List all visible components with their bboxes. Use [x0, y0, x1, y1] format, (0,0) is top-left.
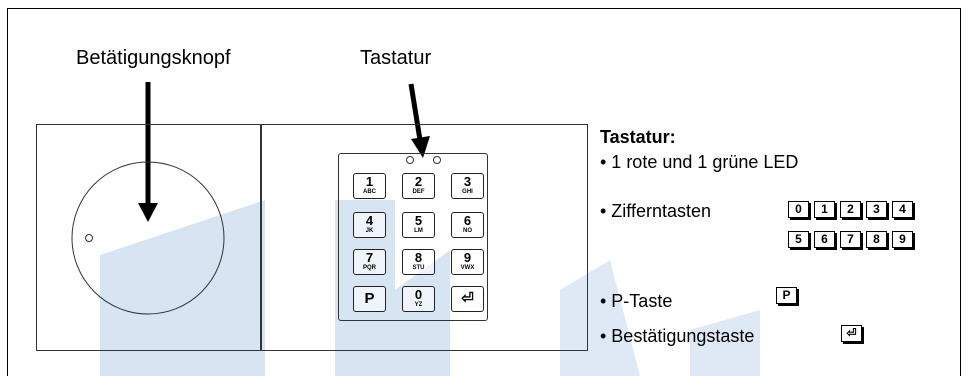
- chip-digit-3: 3: [866, 201, 887, 218]
- info-item-p: • P-Taste: [600, 291, 673, 311]
- info-item-enter: • Bestätigungstaste: [600, 326, 755, 346]
- key-p[interactable]: P: [353, 286, 386, 312]
- chip-digit-5: 5: [788, 231, 809, 248]
- keypad-panel: [261, 124, 588, 351]
- chip-enter-icon: ⏎: [841, 325, 862, 342]
- knob-label: Betätigungsknopf: [76, 47, 231, 69]
- chip-digit-1: 1: [814, 201, 835, 218]
- led-green: [433, 156, 441, 164]
- enter-icon: ⏎: [461, 290, 474, 307]
- chip-digit-4: 4: [892, 201, 913, 218]
- chip-digit-6: 6: [814, 231, 835, 248]
- knob-arrow: [138, 82, 158, 222]
- keypad-arrow: [408, 83, 430, 158]
- info-heading: Tastatur:: [600, 127, 676, 147]
- chip-digit-2: 2: [840, 201, 861, 218]
- info-item-leds: • 1 rote und 1 grüne LED: [600, 152, 799, 172]
- keypad: [338, 153, 488, 321]
- key-enter[interactable]: ⏎: [451, 286, 484, 312]
- info-item-digits: • Zifferntasten: [600, 201, 712, 221]
- knob-panel: [36, 124, 261, 351]
- chip-digit-8: 8: [866, 231, 887, 248]
- chip-digit-0: 0: [788, 201, 809, 218]
- outer-frame: [7, 8, 961, 376]
- chip-digit-9: 9: [892, 231, 913, 248]
- keypad-label: Tastatur: [360, 47, 432, 69]
- led-red: [406, 156, 414, 164]
- chip-digit-7: 7: [840, 231, 861, 248]
- chip-p: P: [776, 287, 797, 304]
